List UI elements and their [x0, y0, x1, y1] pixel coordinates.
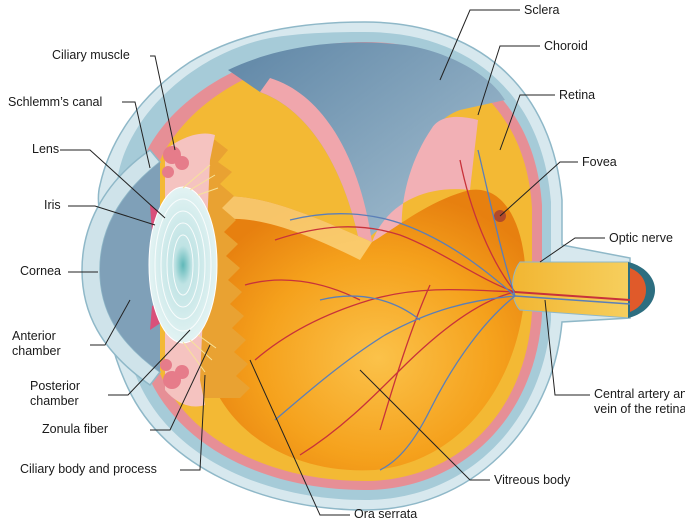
- label-choroid: Choroid: [544, 39, 588, 53]
- label-cornea: Cornea: [20, 264, 61, 278]
- label-vitreous-body: Vitreous body: [494, 473, 571, 487]
- label-zonula-fiber: Zonula fiber: [42, 422, 109, 436]
- leader-ciliary-muscle: [150, 55, 176, 151]
- label-ora-serrata: Ora serrata: [354, 507, 418, 521]
- leader-ora-serrata: [249, 359, 350, 516]
- cut-face-sclera: [260, 78, 372, 245]
- label-fovea: Fovea: [582, 155, 617, 169]
- ora-serrata-edge: [200, 140, 250, 398]
- label-sclera: Sclera: [524, 3, 560, 17]
- ciliary-muscle-nodules: [160, 146, 189, 389]
- label-anterior-1: Anterior: [12, 329, 56, 343]
- label-ciliary-body: Ciliary body and process: [20, 462, 157, 476]
- zonula-fibers: [182, 164, 219, 373]
- central-vessel-line: [514, 291, 631, 301]
- leader-schlemm: [122, 101, 151, 169]
- retinal-vessels-red: [244, 159, 516, 456]
- leader-ciliary-body: [180, 374, 206, 471]
- label-retina: Retina: [559, 88, 596, 102]
- leader-optic-nerve: [539, 237, 605, 263]
- leader-sclera: [439, 9, 520, 81]
- leader-central-artery: [544, 299, 590, 396]
- leader-fovea: [499, 161, 578, 217]
- leader-choroid: [477, 45, 540, 116]
- label-lens: Lens: [32, 142, 60, 156]
- leader-anterior: [90, 299, 131, 346]
- label-central-artery-1: Central artery and: [594, 387, 685, 401]
- label-central-artery-2: vein of the retina: [594, 402, 685, 416]
- label-iris: Iris: [44, 198, 61, 212]
- retinal-vessels-blue: [274, 149, 516, 471]
- leader-retina: [499, 94, 555, 151]
- vitreous-highlight: [205, 196, 372, 260]
- label-posterior-2: chamber: [30, 394, 79, 408]
- vitreous-body-fill: [197, 189, 526, 471]
- optic-nerve-end-core: [630, 268, 646, 312]
- anterior-chamber-fill: [100, 162, 160, 372]
- cut-face-choroid: [372, 116, 478, 242]
- label-optic-nerve: Optic nerve: [609, 231, 673, 245]
- lens-shape: [148, 186, 218, 344]
- leader-vitreous: [359, 369, 490, 481]
- label-ciliary-muscle: Ciliary muscle: [52, 48, 130, 62]
- label-anterior-2: chamber: [12, 344, 61, 358]
- label-schlemms-canal: Schlemm’s canal: [8, 95, 103, 109]
- lens-rings: [154, 198, 212, 332]
- leader-lens: [60, 149, 166, 219]
- label-posterior-1: Posterior: [30, 379, 81, 393]
- central-vein-line: [514, 295, 631, 305]
- leader-iris: [68, 205, 156, 226]
- leader-posterior: [108, 329, 191, 396]
- leader-zonula: [150, 344, 211, 431]
